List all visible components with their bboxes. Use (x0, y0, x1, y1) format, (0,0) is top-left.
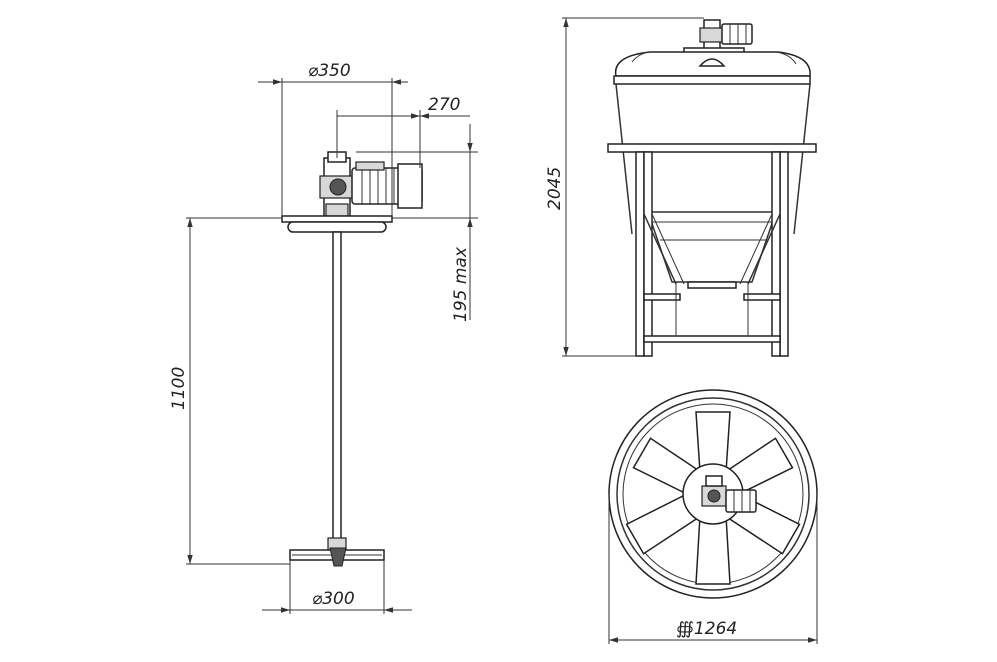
support-ring (607, 143, 817, 153)
tank-diameter-dimension: ∰1264 (608, 494, 818, 644)
mixer-shaft (332, 231, 342, 551)
dim-impeller-diameter: ⌀300 (312, 589, 355, 609)
tank-height-dimension: 2045 (545, 17, 704, 357)
top-view-blades (625, 411, 801, 585)
mixer-dimensions: ⌀350 270 195 max 1100 ⌀300 (169, 61, 478, 614)
mounting-flange (281, 215, 393, 223)
tank-side-view (607, 19, 817, 357)
tank-top-view (608, 389, 818, 599)
dim-tank-diameter: ∰1264 (676, 619, 737, 639)
mixer-side-view (281, 151, 423, 567)
tank-leg-left (635, 151, 645, 357)
dim-flange-diameter: ⌀350 (308, 61, 351, 81)
dim-tank-height: 2045 (545, 167, 565, 210)
dim-shaft-length: 1100 (169, 367, 189, 410)
dim-motor-offset: 270 (428, 95, 460, 115)
dim-clearance: 195 max (451, 246, 471, 322)
tank-leg-right (779, 151, 789, 357)
